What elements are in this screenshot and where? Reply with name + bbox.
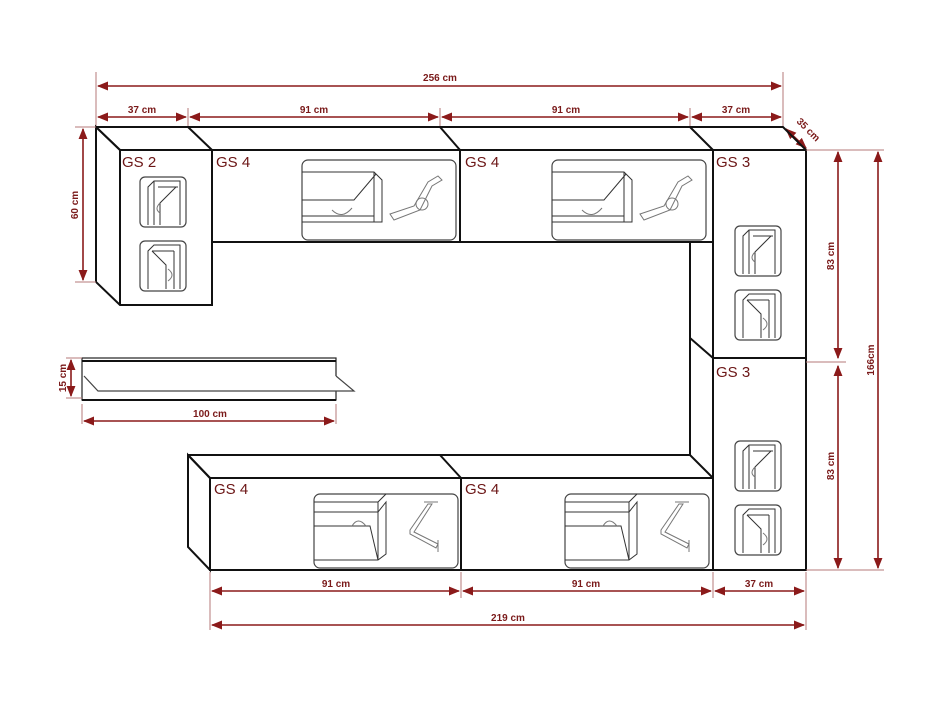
top-dimensions: 256 cm 37 cm 91 cm 91 cm 37 cm 35 cm (95, 72, 822, 149)
dim-right-upper-height: 83 cm (826, 242, 837, 270)
top-row: GS 2 GS 4 GS 4 GS 3 (95, 124, 807, 359)
dim-bottom-seg-2: 91 cm (572, 579, 600, 590)
flap-door-lift-icon (313, 493, 459, 569)
left-dimension: 60 cm (70, 126, 96, 283)
module-label-gs4-bottom-1: GS 4 (214, 481, 248, 498)
door-hinge-icon (734, 225, 782, 277)
dim-bottom-seg-1: 91 cm (322, 579, 350, 590)
wall-shelf: 15 cm 100 cm (58, 357, 356, 426)
dim-right-lower-height: 83 cm (826, 452, 837, 480)
right-lower-module: GS 3 (689, 337, 807, 571)
door-hinge-icon (734, 440, 782, 492)
dim-bottom-total: 219 cm (491, 613, 525, 624)
door-hinge-icon (734, 504, 782, 556)
dim-top-seg-4: 37 cm (722, 105, 750, 116)
dim-top-seg-2: 91 cm (300, 105, 328, 116)
bottom-row: GS 4 GS 4 (187, 452, 714, 573)
module-label-gs4-bottom-2: GS 4 (465, 481, 499, 498)
dim-total-height: 166cm (866, 344, 877, 375)
bottom-dimensions: 91 cm 91 cm 37 cm 219 cm (209, 572, 807, 630)
door-hinge-icon (734, 289, 782, 341)
door-hinge-icon (139, 240, 187, 292)
door-hinge-icon (139, 176, 187, 228)
dim-top-seg-3: 91 cm (552, 105, 580, 116)
dim-top-seg-1: 37 cm (128, 105, 156, 116)
module-label-gs4-top-1: GS 4 (216, 154, 250, 171)
dim-shelf-width: 100 cm (193, 409, 227, 420)
module-label-gs3-upper: GS 3 (716, 154, 750, 171)
flap-door-lift-icon (301, 159, 457, 241)
dim-shelf-height: 15 cm (58, 364, 69, 392)
module-label-gs2: GS 2 (122, 154, 156, 171)
dim-bottom-seg-3: 37 cm (745, 579, 773, 590)
module-label-gs3-lower: GS 3 (716, 364, 750, 381)
flap-door-lift-icon (564, 493, 710, 569)
dim-left-height: 60 cm (70, 191, 81, 219)
dim-total-width: 256 cm (423, 73, 457, 84)
module-label-gs4-top-2: GS 4 (465, 154, 499, 171)
flap-door-lift-icon (551, 159, 707, 241)
right-dimensions: 83 cm 83 cm 166cm (806, 149, 884, 571)
